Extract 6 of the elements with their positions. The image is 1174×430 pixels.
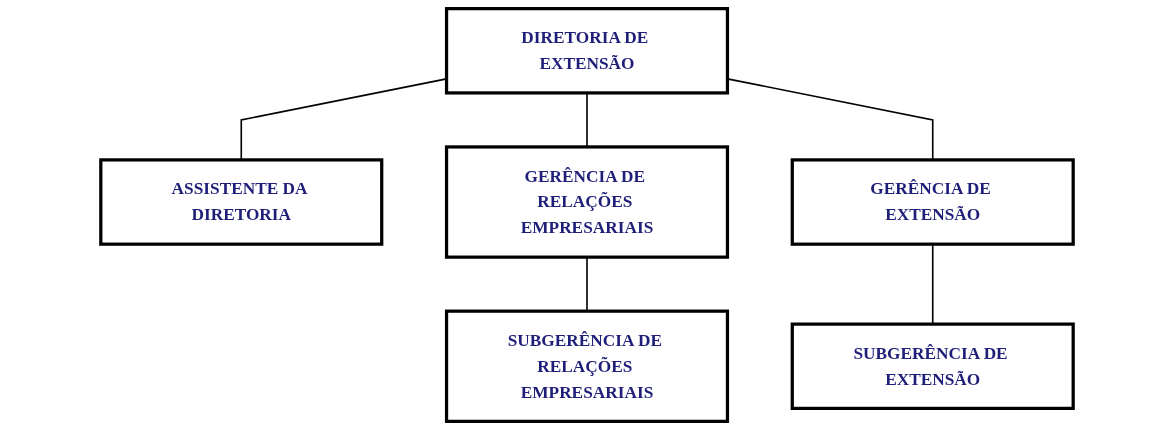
node-box: SUBGERÊNCIA DE EXTENSÃO [790, 322, 1075, 410]
node-box: GERÊNCIA DE RELAÇÕES EMPRESARIAIS [444, 145, 730, 259]
node-box: SUBGERÊNCIA DE RELAÇÕES EMPRESARIAIS [444, 309, 730, 423]
node-box: GERÊNCIA DE EXTENSÃO [790, 158, 1075, 246]
node-box: DIRETORIA DE EXTENSÃO [444, 7, 730, 95]
node-box: ASSISTENTE DA DIRETORIA [99, 158, 384, 246]
